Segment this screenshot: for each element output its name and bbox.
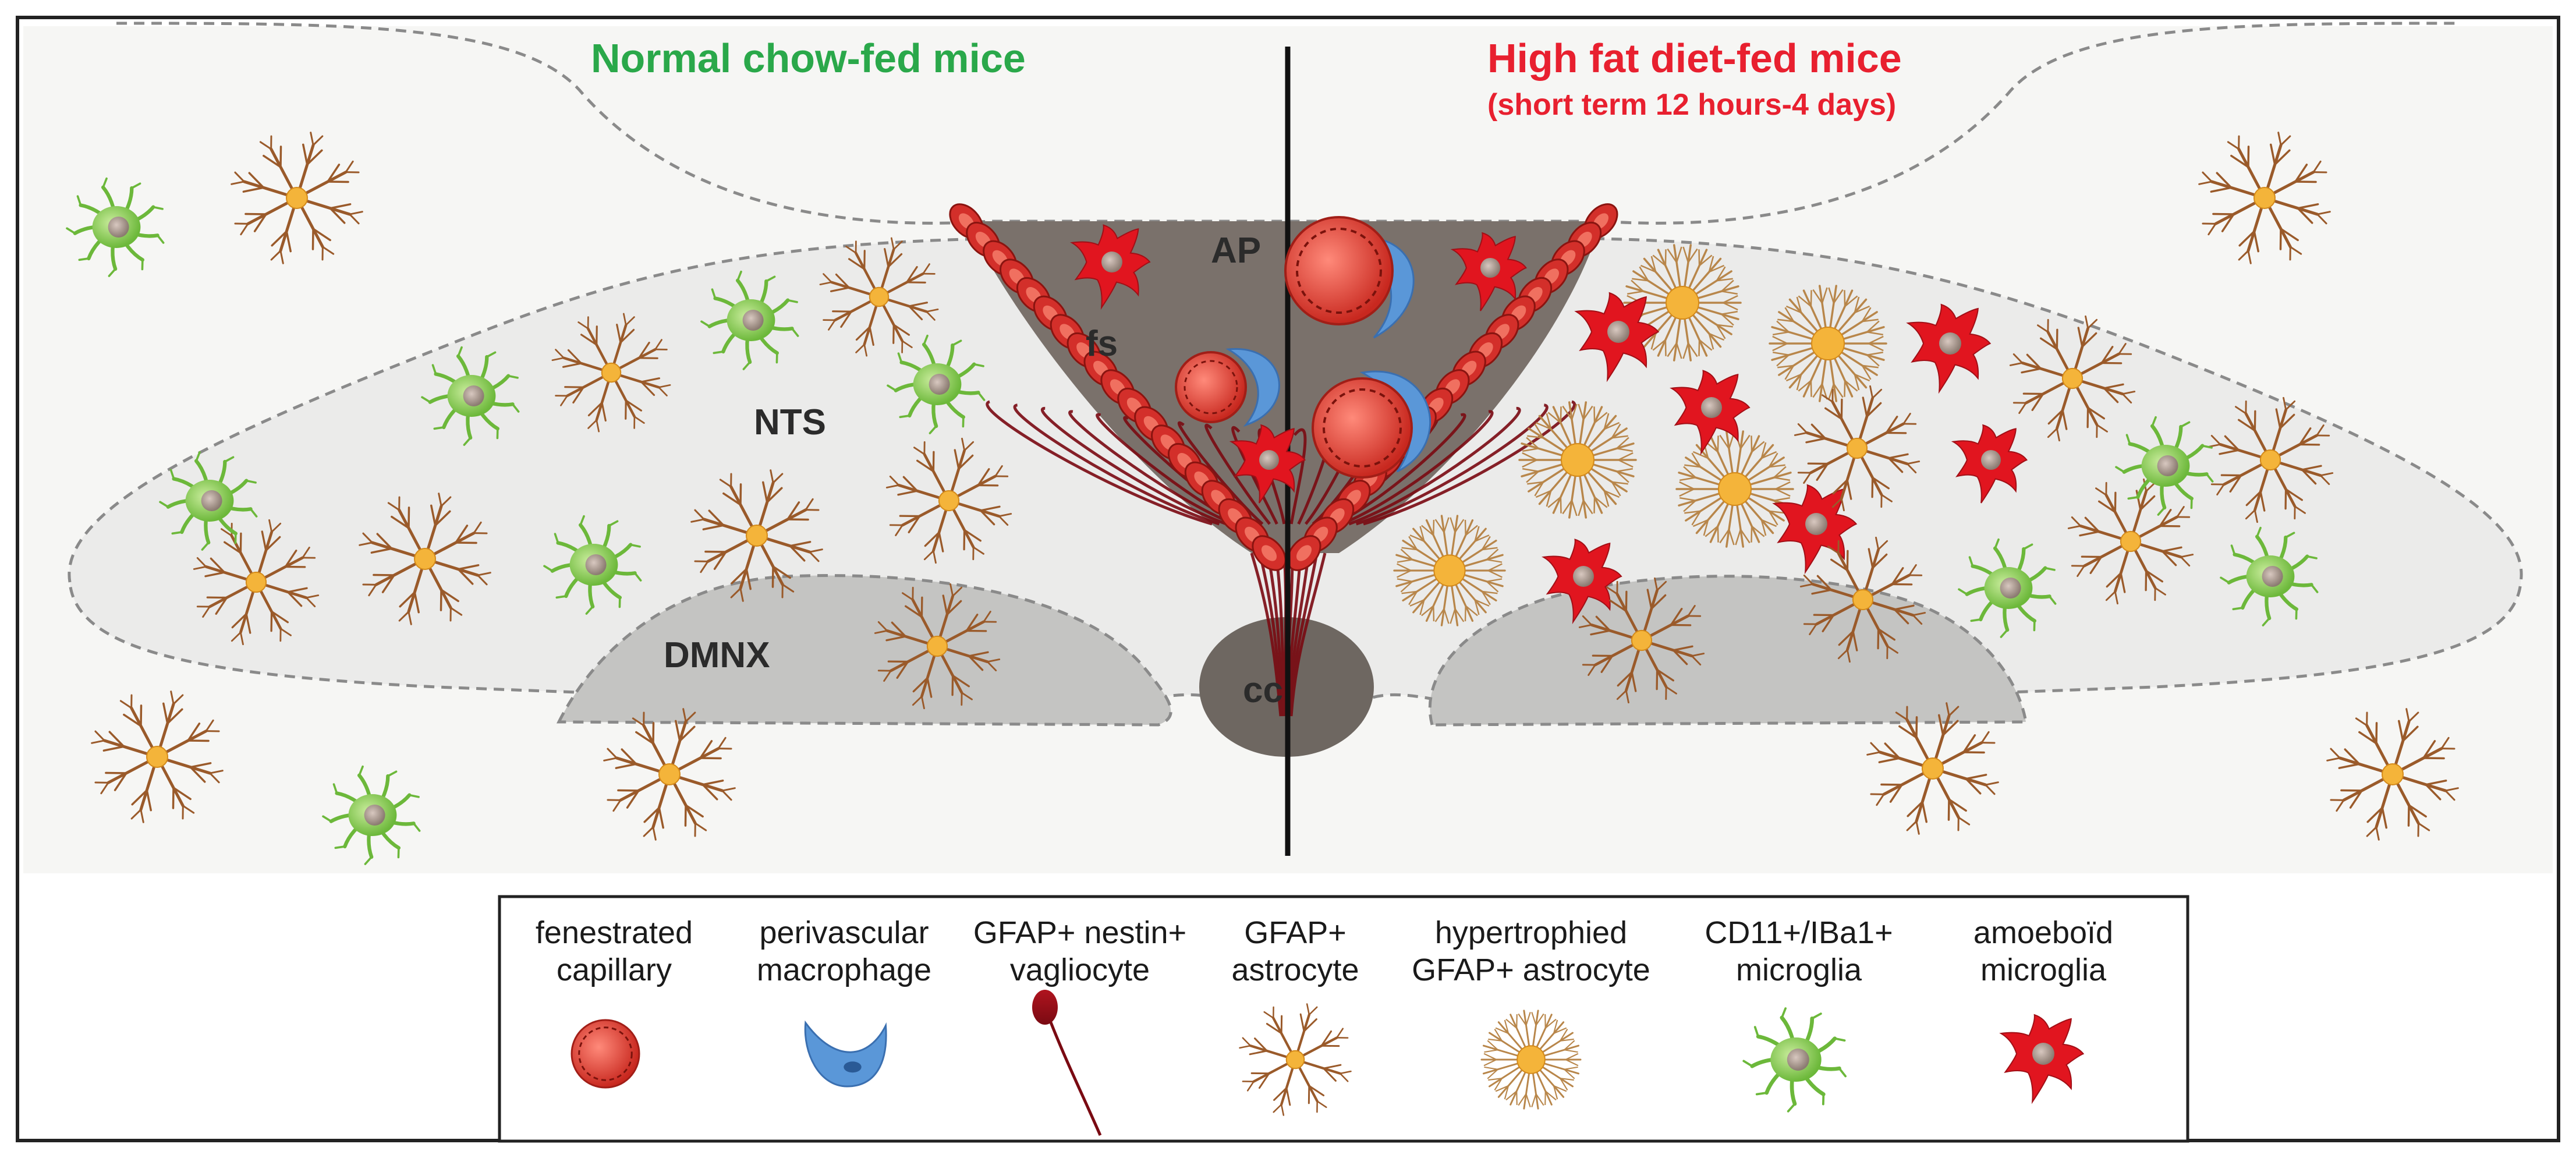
vagliocyte-process	[1266, 553, 1285, 717]
capillary-wall-nucleus	[1296, 545, 1312, 561]
vagliocyte-process	[1250, 553, 1282, 717]
microglia	[1958, 538, 2057, 638]
subtitle-short-term: (short term 12 hours-4 days)	[1487, 88, 1897, 122]
capillary-wall	[949, 203, 1618, 571]
microglia	[2115, 416, 2214, 516]
astrocyte	[359, 493, 491, 625]
astrocyte	[885, 437, 1012, 564]
astrocyte	[690, 469, 823, 602]
legend-box	[498, 895, 2189, 1143]
label-ap: AP	[1211, 231, 1262, 271]
astrocyte	[1578, 577, 1705, 704]
label-cc: cc	[1243, 670, 1283, 710]
legend-label-fenestrated-capillary: fenestrated capillary	[535, 915, 693, 987]
astrocyte	[193, 519, 320, 646]
hypertrophied-astrocyte	[1623, 244, 1742, 362]
astrocyte	[2198, 132, 2331, 264]
hypertrophied-astrocyte	[1675, 430, 1794, 548]
vagliocyte-process	[1288, 553, 1319, 717]
dmnx-left	[556, 574, 1172, 727]
vagliocyte-process	[1341, 410, 1494, 526]
microglia	[2220, 526, 2319, 626]
legend-label-microglia: CD11+/IBa1+ microglia	[1705, 915, 1893, 987]
astrocyte	[874, 583, 1001, 710]
vagliocyte-process	[1289, 553, 1327, 717]
label-nts: NTS	[754, 402, 826, 442]
capillary-fenestration	[1296, 228, 1382, 314]
amoeboid-microglia	[1070, 224, 1151, 310]
amoeboid-microglia	[1542, 539, 1622, 625]
capillary-group	[1175, 216, 1431, 479]
astrocyte	[2326, 708, 2459, 841]
label-dmnx: DMNX	[664, 635, 770, 675]
hypertrophied-astrocyte	[1518, 401, 1637, 519]
astrocyte	[1794, 385, 1921, 512]
vagliocyte-process	[1040, 406, 1227, 526]
capillary-fenestration	[1184, 360, 1238, 415]
vagliocyte-process	[986, 400, 1213, 526]
legend-label-astrocyte: GFAP+ astrocyte	[1231, 915, 1359, 987]
vagliocyte-process	[1068, 410, 1235, 526]
label-fs: fs	[1086, 324, 1118, 364]
fenestrated-capillary	[1175, 351, 1247, 423]
vagliocyte-process	[1258, 553, 1284, 717]
vagliocyte-process	[1204, 423, 1271, 525]
cells-layer	[66, 132, 2459, 865]
vagliocyte-process	[1355, 403, 1549, 526]
hypertrophied-astrocyte	[1769, 285, 1887, 402]
microglia	[700, 270, 799, 370]
perivascular-macrophage	[1225, 348, 1280, 427]
perivascular-macrophage-icon	[804, 1020, 887, 1088]
fenestrated-capillary	[1284, 216, 1394, 325]
microglia	[421, 346, 520, 446]
astrocyte	[231, 132, 363, 264]
microglia	[159, 451, 258, 551]
vagliocyte-process	[1363, 400, 1576, 526]
astrocyte	[91, 690, 224, 823]
microglia	[322, 765, 421, 865]
astrocyte	[2009, 315, 2136, 442]
fenestrated-capillary	[1312, 377, 1413, 479]
legend-label-vagliocyte: GFAP+ nestin+ vagliocyte	[973, 915, 1187, 987]
amoeboid-microglia	[1670, 370, 1751, 456]
vagliocyte-process	[1178, 421, 1264, 525]
area-postrema	[966, 221, 1601, 553]
amoeboid-microglia-icon	[1999, 1014, 2085, 1104]
astrocyte	[1799, 536, 1926, 663]
title-normal-chow: Normal chow-fed mice	[591, 36, 1026, 81]
vagliocyte-process	[1348, 406, 1521, 526]
astrocyte	[1866, 702, 1999, 835]
fenestrated-capillary-icon	[571, 1019, 640, 1089]
microglia	[887, 334, 986, 434]
amoeboid-microglia	[1906, 303, 1992, 394]
vagliocyte-icon	[1032, 990, 1102, 1136]
legend-label-perivascular-macrophage: perivascular macrophage	[756, 915, 932, 987]
microglia	[543, 515, 642, 615]
capillary-fenestration	[1323, 388, 1402, 468]
capillary-wall-nucleus	[1261, 545, 1277, 561]
title-high-fat: High fat diet-fed mice	[1487, 36, 1902, 81]
hypertrophied-astrocyte	[1393, 515, 1506, 626]
hypertrophied-astrocyte-icon	[1480, 1010, 1582, 1110]
astrocyte	[2207, 396, 2334, 523]
legend-icons	[571, 990, 2085, 1136]
upper-contour	[116, 22, 2457, 225]
amoeboid-microglia	[1574, 292, 1660, 383]
microglia	[66, 177, 165, 277]
astrocyte	[2067, 478, 2194, 605]
astrocyte	[551, 313, 671, 433]
astrocyte	[603, 708, 736, 841]
astrocyte-icon	[1239, 1003, 1352, 1116]
vagliocyte-process	[1013, 403, 1220, 526]
legend-label-hypertrophied-astrocyte: hypertrophied GFAP+ astrocyte	[1412, 915, 1650, 987]
astrocyte	[819, 237, 939, 357]
microglia-icon	[1742, 1007, 1847, 1113]
amoeboid-microglia	[1229, 424, 1306, 504]
amoeboid-microglia	[1450, 232, 1528, 311]
amoeboid-microglia	[1951, 424, 2028, 504]
legend-label-amoeboid-microglia: amoeboïd microglia	[1973, 915, 2114, 987]
vagliocyte-process	[1274, 553, 1286, 717]
